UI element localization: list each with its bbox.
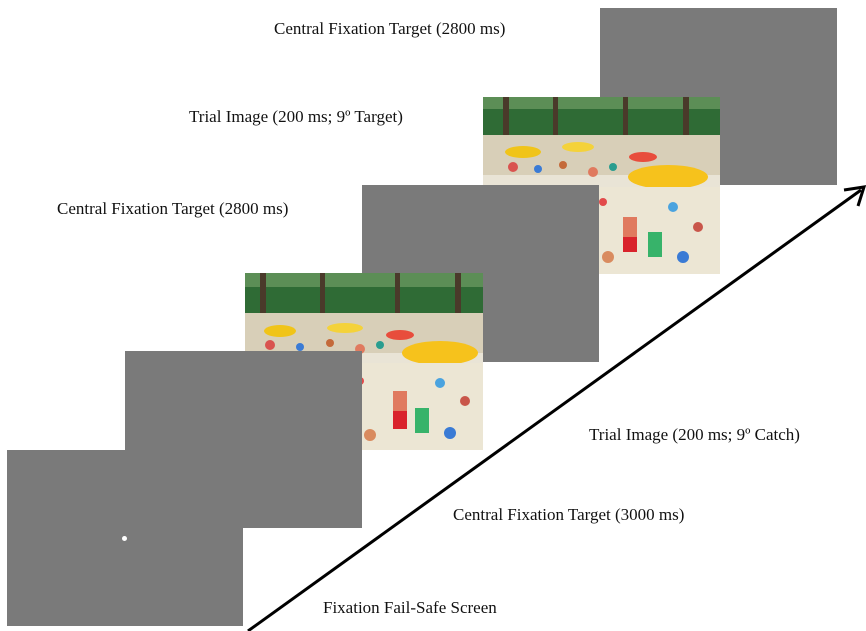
label-top-fixation: Central Fixation Target (2800 ms) [274,19,506,38]
label-mid-fixation: Central Fixation Target (2800 ms) [57,199,289,218]
fixation-dot [122,536,127,541]
screen-failsafe [7,450,243,626]
label-failsafe: Fixation Fail-Safe Screen [323,598,497,617]
label-first-fixation: Central Fixation Target (3000 ms) [453,505,685,524]
label-trial-target: Trial Image (200 ms; 9º Target) [189,107,403,126]
label-trial-catch: Trial Image (200 ms; 9º Catch) [589,425,800,444]
